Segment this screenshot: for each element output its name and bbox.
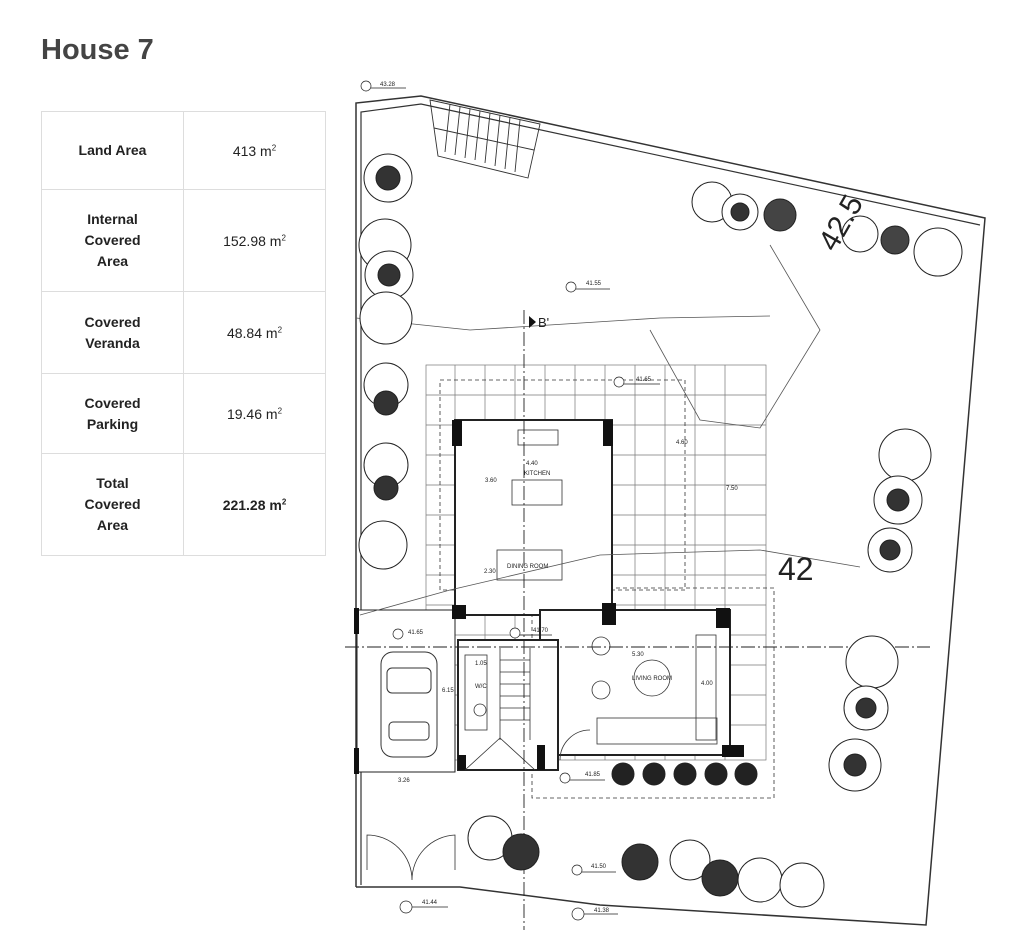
wall-columns	[354, 420, 744, 774]
tree-icon	[364, 250, 414, 300]
level-label: 41.55	[586, 281, 602, 287]
room-label-kitchen: KITCHEN	[524, 471, 550, 477]
dim-label: 2.30	[484, 569, 496, 575]
dim-label: 3.60	[485, 478, 497, 484]
tree-icon	[358, 520, 408, 570]
level-label: 41.44	[422, 900, 438, 906]
tree-icon	[363, 442, 409, 501]
level-label: 41.65	[636, 377, 652, 383]
plot-boundary	[355, 95, 986, 926]
area-value: 221.28 m2	[183, 453, 326, 556]
garden-steps	[429, 99, 541, 179]
room-label-dining: DINING ROOM	[507, 564, 548, 570]
dim-label: 4.40	[526, 461, 538, 467]
car-icon	[380, 651, 438, 758]
area-value: 19.46 m2	[183, 373, 326, 454]
dim-label: 3.26	[398, 778, 410, 784]
section-marker: B'	[538, 315, 549, 330]
tree-icon	[363, 362, 409, 416]
carport	[356, 609, 456, 773]
dim-label: 7.50	[726, 486, 738, 492]
room-label-wc: W/C	[475, 684, 487, 690]
tree-icon	[621, 839, 825, 908]
tree-icon	[359, 291, 413, 345]
tree-icon	[763, 198, 963, 277]
dim-label: 5.30	[632, 652, 644, 658]
living-block	[539, 609, 731, 756]
page-title: House 7	[41, 34, 154, 66]
level-label: 41.85	[585, 772, 601, 778]
area-label: Land Area	[41, 111, 184, 190]
section-arrow-icon	[529, 316, 536, 328]
kitchen-dining-block	[454, 419, 613, 616]
level-markers	[360, 80, 660, 921]
area-value: 413 m2	[183, 111, 326, 190]
level-label: 41.65	[408, 630, 424, 636]
dim-label: 6.15	[442, 688, 454, 694]
contour-label: 42	[778, 551, 814, 587]
area-value: 48.84 m2	[183, 291, 326, 374]
level-label: 41.50	[591, 864, 607, 870]
tree-icon	[691, 181, 759, 231]
dim-label: 1.05	[475, 661, 487, 667]
tree-icon	[467, 815, 540, 871]
tree-icon	[363, 153, 413, 203]
level-label: 43.28	[380, 82, 396, 88]
level-label: 41.70	[533, 628, 549, 634]
area-value: 152.98 m2	[183, 189, 326, 292]
furniture	[366, 429, 718, 881]
tree-icon	[828, 635, 899, 792]
trees	[358, 153, 963, 908]
level-label: 41.38	[594, 908, 610, 914]
palm-row	[611, 762, 758, 786]
dim-label: 4.60	[676, 440, 688, 446]
dim-label: 4.00	[701, 681, 713, 687]
section-axes	[345, 310, 930, 930]
room-label-living: LIVING ROOM	[632, 676, 672, 682]
tree-icon	[867, 428, 932, 573]
